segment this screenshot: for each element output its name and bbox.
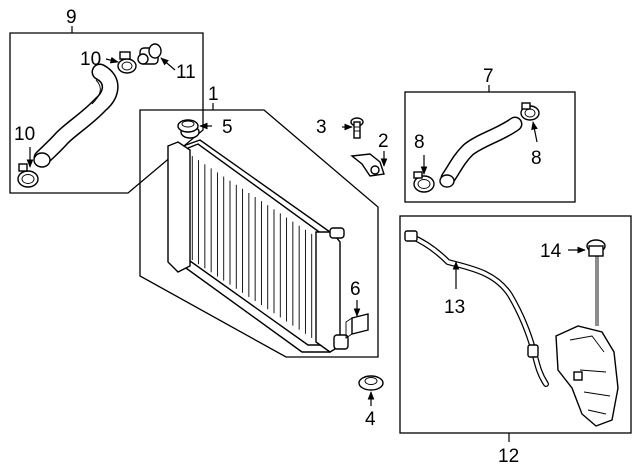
bracket-part [350, 153, 385, 177]
callout-6: 6 [350, 279, 361, 300]
callout-3: 3 [316, 117, 327, 138]
lower-hose-part [439, 116, 523, 188]
callout-9: 9 [66, 7, 77, 28]
radiator-part [167, 125, 349, 353]
mount-grommet-part [358, 375, 384, 391]
callout-13: 13 [444, 297, 465, 318]
group-box-1 [139, 109, 379, 358]
hose-connector-part [137, 43, 162, 65]
callout-8-left: 8 [414, 132, 425, 153]
hose-clamp-top-part [117, 51, 137, 74]
reservoir-cap-part [586, 239, 606, 326]
group-box-12 [399, 215, 632, 434]
lower-hose-clamp-right-part [520, 102, 540, 121]
callout-4: 4 [365, 409, 376, 430]
bolt-part [350, 117, 364, 139]
hose-clamp-bottom-part [17, 163, 39, 188]
upper-hose-part [33, 63, 119, 168]
callout-labels: 1 5 3 2 6 4 9 10 11 10 7 8 8 14 13 12 [14, 7, 562, 467]
callout-7: 7 [483, 66, 494, 87]
overflow-tube-part [404, 230, 549, 387]
lower-hose-clamp-left-part [413, 171, 435, 193]
callout-14: 14 [540, 241, 562, 262]
callout-5: 5 [222, 117, 233, 138]
callout-11: 11 [176, 62, 196, 83]
callout-8-right: 8 [531, 148, 542, 169]
group-box-9 [9, 32, 204, 194]
radiator-clip-part [345, 313, 369, 339]
callout-1: 1 [208, 84, 219, 105]
radiator-cap-part [177, 119, 199, 133]
coolant-reservoir-part [555, 325, 619, 427]
callout-10-bottom: 10 [14, 124, 35, 145]
callout-10-top: 10 [80, 49, 101, 70]
callout-12: 12 [498, 446, 519, 467]
group-box-7 [404, 91, 576, 203]
callout-2: 2 [378, 131, 389, 152]
leader-arrows [26, 56, 586, 406]
